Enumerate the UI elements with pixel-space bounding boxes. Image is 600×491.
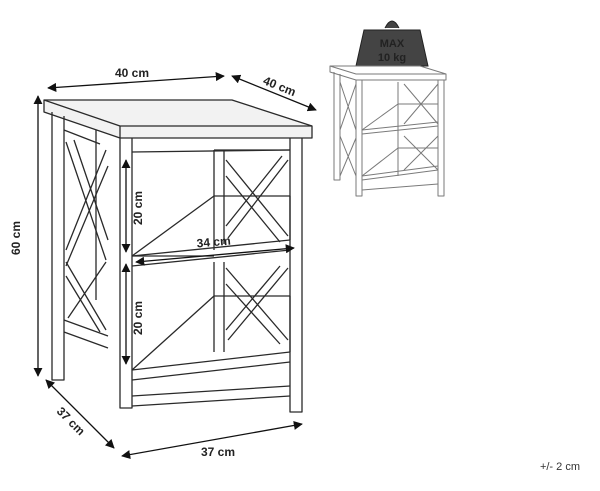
shelf-width-dimension-line <box>135 244 295 266</box>
load-weight-label: 10 kg <box>378 52 406 64</box>
total-height-label: 60 cm <box>9 221 23 255</box>
lower-shelf-gap-label: 20 cm <box>131 301 145 335</box>
top-width-dimension-line <box>47 72 225 92</box>
base-width-dimension-line <box>121 420 303 460</box>
top-width-label: 40 cm <box>115 66 149 80</box>
weight-icon: MAX 10 kg <box>355 20 429 67</box>
dimension-lines <box>33 72 317 460</box>
upper-shelf-gap-label: 20 cm <box>131 191 145 225</box>
base-depth-label: 37 cm <box>54 404 88 438</box>
load-capacity-illustration: MAX 10 kg <box>329 20 447 197</box>
shelf-width-label: 34 cm <box>196 234 231 251</box>
load-max-label: MAX <box>380 38 405 50</box>
side-table-drawing <box>43 99 313 413</box>
base-width-label: 37 cm <box>201 445 235 459</box>
top-depth-dimension-line <box>231 74 317 112</box>
tolerance-note: +/- 2 cm <box>540 461 580 473</box>
base-depth-dimension-line <box>45 379 115 449</box>
